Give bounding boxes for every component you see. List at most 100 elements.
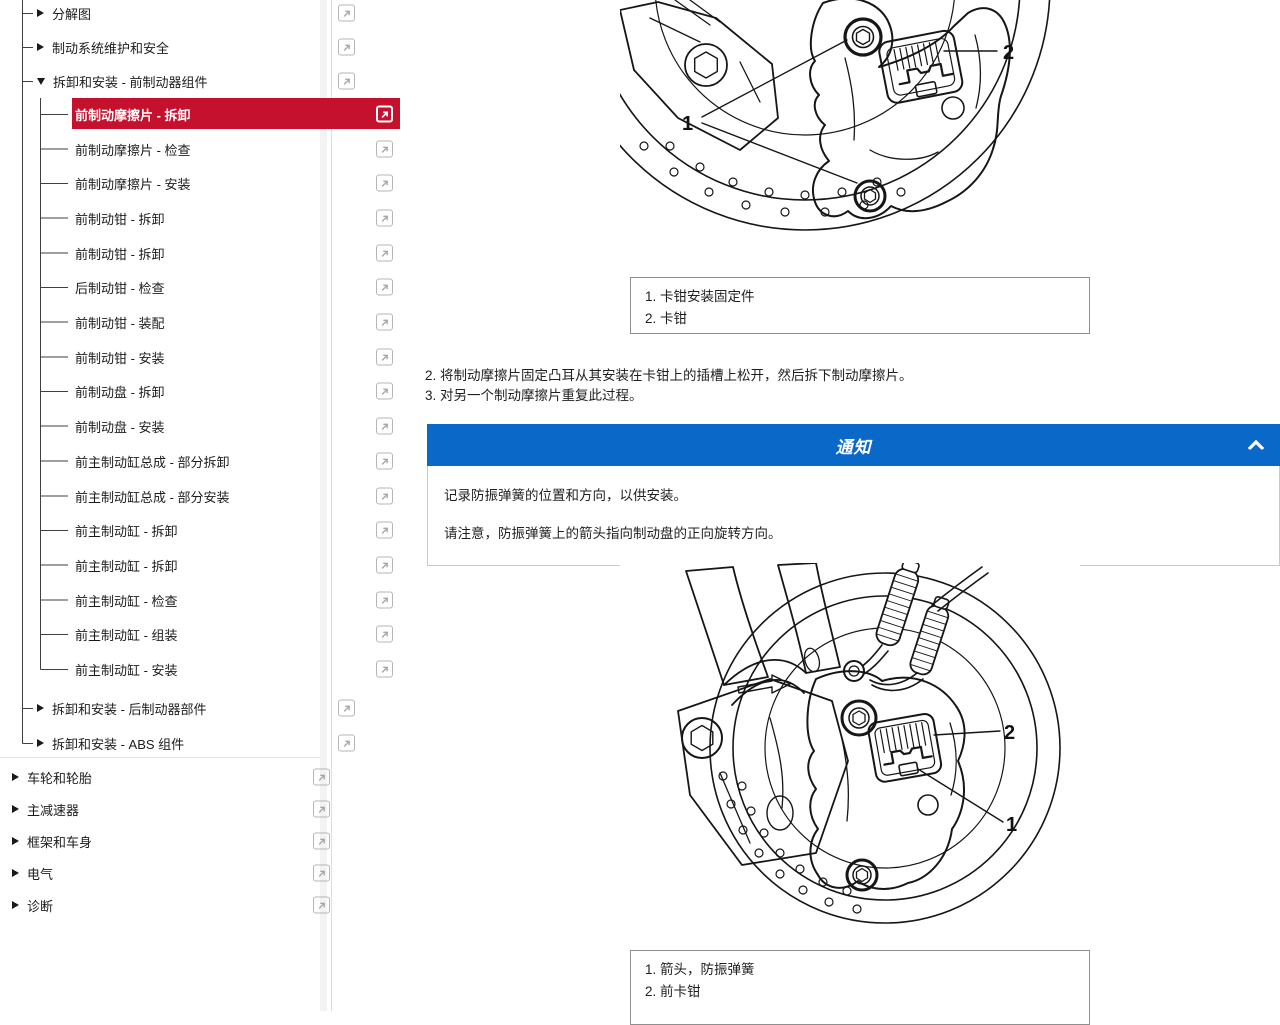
- sidebar-item-label: 拆卸和安装 - 前制动器组件: [53, 74, 208, 90]
- sidebar-item-branch[interactable]: 框架和车身: [0, 825, 342, 857]
- sidebar-item-label: 前主制动缸 - 拆卸: [75, 523, 178, 539]
- sidebar-separator: [0, 757, 326, 758]
- legend-line: 2. 前卡钳: [645, 984, 701, 999]
- chevron-up-icon[interactable]: [1248, 439, 1264, 451]
- external-link-icon[interactable]: [376, 487, 393, 505]
- sidebar-item[interactable]: 前主制动缸总成 - 部分拆卸: [0, 444, 405, 478]
- external-link-icon[interactable]: [376, 625, 393, 643]
- sidebar-item-label: 前主制动缸 - 组装: [75, 627, 178, 643]
- triangle-right-icon[interactable]: [12, 869, 19, 877]
- sidebar-item-branch[interactable]: 制动系统维护和安全: [0, 30, 367, 64]
- sidebar-item[interactable]: 前制动盘 - 安装: [0, 409, 405, 443]
- sidebar-item[interactable]: 前制动摩擦片 - 检查: [0, 132, 405, 166]
- sidebar-item-selected[interactable]: 前制动摩擦片 - 拆卸: [0, 97, 405, 131]
- external-link-icon[interactable]: [376, 660, 393, 678]
- notice-panel: 通知 记录防振弹簧的位置和方向，以供安装。 请注意，防振弹簧上的箭头指向制动盘的…: [427, 424, 1280, 566]
- figure2-callout-2: 2: [1004, 722, 1015, 744]
- external-link-icon[interactable]: [313, 800, 330, 818]
- sidebar-item-label: 主减速器: [27, 802, 80, 818]
- figure-front-caliper-bolts: 1 2: [620, 0, 1080, 250]
- sidebar-item[interactable]: 前制动钳 - 拆卸: [0, 201, 405, 235]
- sidebar-item-label: 前制动钳 - 拆卸: [75, 211, 165, 227]
- sidebar-item[interactable]: 前制动盘 - 拆卸: [0, 374, 405, 408]
- sidebar-item-label: 框架和车身: [27, 834, 93, 850]
- external-link-icon[interactable]: [376, 140, 393, 158]
- external-link-icon[interactable]: [376, 348, 393, 366]
- external-link-icon[interactable]: [376, 452, 393, 470]
- sidebar-item-label: 诊断: [27, 898, 54, 914]
- sidebar-item[interactable]: 前主制动缸 - 拆卸: [0, 513, 405, 547]
- sidebar-item-branch[interactable]: 主减速器: [0, 793, 342, 825]
- sidebar-item-label: 前主制动缸总成 - 部分拆卸: [75, 454, 230, 470]
- sidebar-item[interactable]: 前制动钳 - 拆卸: [0, 236, 405, 270]
- sidebar-item-label: 前主制动缸 - 安装: [75, 662, 178, 678]
- sidebar-item-branch[interactable]: 诊断: [0, 889, 342, 921]
- sidebar-item[interactable]: 后制动钳 - 检查: [0, 270, 405, 304]
- notice-title: 通知: [835, 437, 872, 457]
- external-link-icon[interactable]: [313, 768, 330, 786]
- sidebar-item-label: 前制动摩擦片 - 拆卸: [75, 107, 191, 123]
- triangle-right-icon[interactable]: [37, 739, 44, 747]
- external-link-icon[interactable]: [313, 896, 330, 914]
- step-3: 3. 对另一个制动摩擦片重复此过程。: [425, 388, 643, 403]
- external-link-icon[interactable]: [376, 382, 393, 400]
- external-link-icon[interactable]: [376, 591, 393, 609]
- sidebar-item-branch[interactable]: 车轮和轮胎: [0, 761, 342, 793]
- sidebar-item[interactable]: 前主制动缸总成 - 部分安装: [0, 479, 405, 513]
- external-link-icon[interactable]: [313, 864, 330, 882]
- triangle-right-icon[interactable]: [12, 805, 19, 813]
- sidebar-item-branch[interactable]: 电气: [0, 857, 342, 889]
- external-link-icon[interactable]: [338, 734, 355, 752]
- external-link-icon[interactable]: [338, 4, 355, 22]
- external-link-icon[interactable]: [338, 699, 355, 717]
- triangle-right-icon[interactable]: [12, 773, 19, 781]
- sidebar-item[interactable]: 前主制动缸 - 安装: [0, 652, 405, 686]
- external-link-icon[interactable]: [376, 313, 393, 331]
- sidebar-item-label: 拆卸和安装 - 后制动器部件: [52, 701, 207, 717]
- external-link-icon[interactable]: [376, 556, 393, 574]
- external-link-icon[interactable]: [338, 38, 355, 56]
- triangle-right-icon[interactable]: [12, 837, 19, 845]
- external-link-icon[interactable]: [313, 832, 330, 850]
- figure-front-caliper-spring: 2 1: [620, 563, 1080, 948]
- external-link-icon[interactable]: [338, 72, 355, 90]
- external-link-icon[interactable]: [376, 244, 393, 262]
- sidebar-item[interactable]: 前主制动缸 - 组装: [0, 617, 405, 651]
- external-link-icon[interactable]: [376, 105, 393, 123]
- sidebar-item-label: 前制动钳 - 装配: [75, 315, 165, 331]
- external-link-icon[interactable]: [376, 417, 393, 435]
- triangle-right-icon[interactable]: [37, 9, 44, 17]
- sidebar-item[interactable]: 前主制动缸 - 拆卸: [0, 548, 405, 582]
- figure1-callout-2: 2: [1003, 42, 1014, 64]
- sidebar-item-branch[interactable]: 拆卸和安装 - ABS 组件: [0, 726, 367, 760]
- triangle-right-icon[interactable]: [37, 704, 44, 712]
- sidebar-divider: [331, 0, 332, 1011]
- sidebar-item-label: 制动系统维护和安全: [52, 40, 170, 56]
- notice-line: 请注意，防振弹簧上的箭头指向制动盘的正向旋转方向。: [444, 526, 782, 541]
- external-link-icon[interactable]: [376, 174, 393, 192]
- sidebar-item-label: 前主制动缸总成 - 部分安装: [75, 489, 230, 505]
- figure1-legend: 1. 卡钳安装固定件 2. 卡钳: [630, 277, 1090, 334]
- figure2-legend: 1. 箭头，防振弹簧 2. 前卡钳: [630, 950, 1090, 1025]
- sidebar-item[interactable]: 前制动摩擦片 - 安装: [0, 166, 405, 200]
- triangle-down-icon[interactable]: [37, 77, 45, 85]
- sidebar-item[interactable]: 前主制动缸 - 检查: [0, 583, 405, 617]
- sidebar-item[interactable]: 前制动钳 - 安装: [0, 340, 405, 374]
- external-link-icon[interactable]: [376, 278, 393, 296]
- sidebar-item[interactable]: 前制动钳 - 装配: [0, 305, 405, 339]
- notice-body: 记录防振弹簧的位置和方向，以供安装。 请注意，防振弹簧上的箭头指向制动盘的正向旋…: [427, 466, 1280, 566]
- sidebar-item-branch[interactable]: 拆卸和安装 - 前制动器组件: [0, 64, 367, 98]
- sidebar-item-label: 前制动钳 - 安装: [75, 350, 165, 366]
- external-link-icon[interactable]: [376, 521, 393, 539]
- external-link-icon[interactable]: [376, 209, 393, 227]
- sidebar-item-label: 前主制动缸 - 检查: [75, 593, 178, 609]
- triangle-right-icon[interactable]: [12, 901, 19, 909]
- sidebar-toc: 分解图 制动系统维护和安全 拆卸和安装 - 前制动器组件 前制动摩擦片 - 拆卸…: [0, 0, 400, 1011]
- sidebar-item-label: 前制动摩擦片 - 检查: [75, 142, 191, 158]
- legend-line: 1. 卡钳安装固定件: [645, 289, 755, 304]
- sidebar-item-branch[interactable]: 拆卸和安装 - 后制动器部件: [0, 691, 367, 725]
- triangle-right-icon[interactable]: [37, 43, 44, 51]
- sidebar-item-branch[interactable]: 分解图: [0, 0, 367, 30]
- sidebar-scrollbar[interactable]: [320, 0, 327, 1011]
